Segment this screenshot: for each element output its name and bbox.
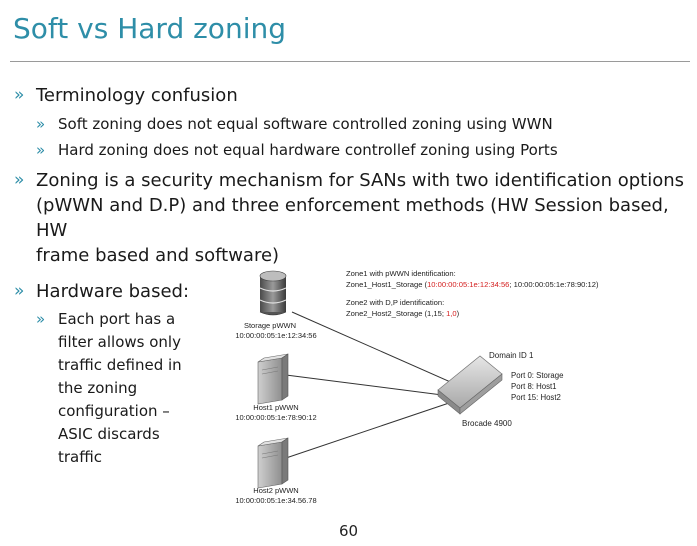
storage-icon <box>259 270 287 316</box>
bullet-hardware-based: » Hardware based: <box>14 279 189 304</box>
storage-wwn: 10:00:00:05:1e:12:34:56 <box>235 331 316 340</box>
bullet-text: Zoning is a security mechanism for SANs … <box>36 170 684 266</box>
bullet-text: Each port has a filter allows only traff… <box>58 310 182 466</box>
host1-wwn: 10:00:00:05:1e:78:90:12 <box>235 413 316 422</box>
title-divider <box>10 61 690 62</box>
zone2-heading: Zone2 with D,P identification: <box>346 298 444 307</box>
page-number: 60 <box>338 522 359 540</box>
bullet-text: Terminology confusion <box>36 85 238 106</box>
bullet-text: Hardware based: <box>36 281 190 302</box>
port-8-label: Port 8: Host1 <box>511 382 557 391</box>
zone1-definition: Zone1_Host1_Storage (10:00:00:05:1e:12:3… <box>346 280 599 289</box>
chevron-icon: » <box>36 310 46 328</box>
zone1-storage-wwn: 10:00:00:05:1e:12:34:56 <box>427 280 509 289</box>
host2-wwn: 10:00:00:05:1e:34.56.78 <box>235 496 316 505</box>
domain-label: Domain ID 1 <box>489 351 534 360</box>
sub-bullet-soft: » Soft zoning does not equal software co… <box>36 113 553 136</box>
sub-bullet-hard: » Hard zoning does not equal hardware co… <box>36 139 558 162</box>
zoning-diagram: Storage pWWN 10:00:00:05:1e:12:34:56 Hos… <box>235 269 599 505</box>
zone2-definition: Zone2_Host2_Storage (1,15; 1,0) <box>346 309 460 318</box>
chevron-icon: » <box>14 281 25 301</box>
bullet-text: Soft zoning does not equal software cont… <box>58 115 553 133</box>
port-15-label: Port 15: Host2 <box>511 393 561 402</box>
zone1-prefix: Zone1_Host1_Storage ( <box>346 280 428 289</box>
server-icon <box>257 437 289 489</box>
storage-label: Storage pWWN <box>244 321 296 330</box>
chevron-icon: » <box>14 85 25 105</box>
bullet-terminology: » Terminology confusion <box>14 83 238 108</box>
zone1-heading: Zone1 with pWWN identification: <box>346 269 456 278</box>
slide-title: Soft vs Hard zoning <box>13 12 286 45</box>
link-host1-switch <box>285 374 451 397</box>
chevron-icon: » <box>14 170 25 190</box>
link-host2-switch <box>285 401 453 459</box>
zone2-storage-port: 1,0 <box>446 309 457 318</box>
sub-bullet-port-filter: » Each port has a filter allows only tra… <box>36 308 182 469</box>
switch-icon <box>437 355 503 415</box>
port-0-label: Port 0: Storage <box>511 371 563 380</box>
chevron-icon: » <box>36 115 46 133</box>
chevron-icon: » <box>36 141 46 159</box>
link-storage-switch <box>291 311 456 385</box>
server-icon <box>257 353 289 405</box>
switch-label: Brocade 4900 <box>462 419 512 428</box>
host1-label: Host1 pWWN <box>253 403 298 412</box>
host2-label: Host2 pWWN <box>253 486 298 495</box>
zone2-suffix: ) <box>457 309 460 318</box>
zone2-prefix: Zone2_Host2_Storage (1,15; <box>346 309 446 318</box>
bullet-text: Hard zoning does not equal hardware cont… <box>58 141 558 159</box>
bullet-zoning-mechanism: » Zoning is a security mechanism for SAN… <box>14 168 684 268</box>
zone1-suffix: ; 10:00:00:05:1e:78:90:12) <box>509 280 599 289</box>
